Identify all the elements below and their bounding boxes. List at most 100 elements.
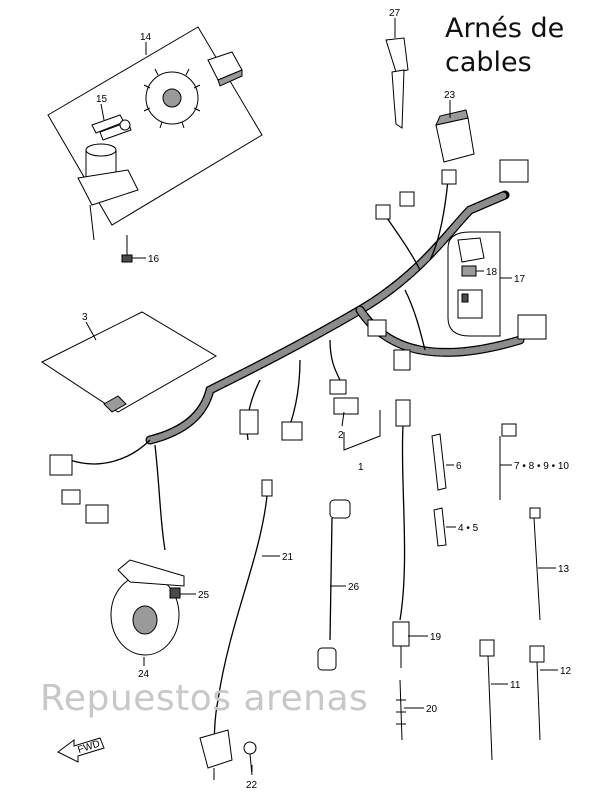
tie-12 [529,645,545,741]
wire-26-terminal [317,647,337,671]
tie-7-10-head [501,423,517,437]
horn-bracket [117,559,185,587]
fwd-arrow-shape [57,737,105,763]
fwd-arrow-label: FWD [76,738,101,756]
fuse-slot [461,293,469,303]
forward-arrow: FWD [57,737,105,763]
key-blade [391,69,405,129]
tie-11 [479,639,495,761]
connector-upper-3 [441,169,457,185]
clamp-4-5-body [433,507,447,547]
bolt-25 [169,587,181,599]
fuse-box-group [447,231,501,337]
callout-24: 24 [138,669,150,680]
key-head [385,37,409,73]
branch-wire-f [404,289,426,351]
connector-front-1 [49,454,73,476]
switch-22-body [199,729,233,769]
callout-27: 27 [389,8,401,19]
tie-11-head [479,639,495,657]
relay-body [435,117,475,163]
fuse-18 [461,265,477,277]
branch-wire-e [429,179,449,261]
harness-trunk-wrap [146,191,509,444]
callout-3: 3 [82,312,88,323]
leader-2 [341,411,345,427]
callout-23: 23 [444,90,456,101]
tie-13 [529,507,541,621]
leader-3 [85,321,97,341]
callout-4-5: 4 • 5 [458,523,479,534]
relay-23 [435,109,475,163]
callout-11: 11 [510,680,521,691]
callout-7-10: 7 • 8 • 9 • 10 [514,461,569,472]
bolt-head [121,254,133,263]
callout-19: 19 [430,632,442,643]
connector-top-right [499,159,529,183]
wire-21 [199,479,273,780]
branch-wire-c [329,339,341,381]
key-27 [385,37,409,129]
wire-21-line [213,495,268,741]
callout-25: 25 [198,590,210,601]
clamp-4-5 [433,507,447,547]
gear-teeth [143,68,201,129]
label-sheet-corner [103,395,127,413]
main-wiring-harness [49,159,547,551]
clamp-6 [431,433,447,491]
callout-26: 26 [348,582,360,593]
cable-20 [396,679,406,741]
callout-18: 18 [486,267,498,278]
switch-cover-shade [217,69,243,87]
cable-20-marks [396,699,406,725]
sensor-19 [392,399,411,668]
connector-front-2 [61,489,81,505]
callout-12: 12 [560,666,572,677]
cable-20-line [399,679,403,741]
callout-numbers: 14 15 16 27 23 18 17 3 2 1 6 4 • 5 7 • 8… [82,8,572,791]
tie-13-head [529,507,541,519]
screw-head [243,741,257,755]
callout-6: 6 [456,461,462,472]
title-line-2: cables [445,47,532,78]
tie-12-head [529,645,545,663]
wire-26-cap [329,499,351,519]
label-sheet-3 [41,311,217,413]
ignition-switch-group [47,26,263,241]
lock-cylinder-top [85,143,117,157]
callout-16: 16 [148,254,160,265]
callout-13: 13 [558,564,570,575]
connector-mid-3 [329,379,347,395]
callout-20: 20 [426,704,438,715]
fuse-holder [457,237,485,263]
connector-front-3 [85,504,109,524]
bolt-25-head [169,587,181,599]
connector-upper-1 [375,204,391,220]
callout-1: 1 [358,462,364,473]
connector-mid-4 [367,319,387,337]
tie-7-10 [499,423,517,500]
sub-harness-2 [333,397,359,415]
branch-wire-d [384,214,421,271]
tie-13-strap [533,517,541,621]
callout-leaders [85,18,558,772]
connector-mid-1 [239,409,259,435]
callout-22: 22 [246,780,258,791]
callout-21: 21 [282,552,294,563]
wire-26-line [329,517,333,641]
callout-14: 14 [140,32,152,43]
sensor-body [392,621,410,647]
connector-upper-2 [399,191,415,207]
sensor-connector [395,399,411,427]
callout-2: 2 [338,430,344,441]
fuse-box-frame [447,231,501,337]
relay-top [435,109,469,126]
connector-mid-2 [281,421,303,441]
connector-right [517,314,547,340]
watermark-text: Repuestos arenas [40,678,369,719]
tie-11-strap [487,655,493,761]
horn-center [132,605,158,635]
label-sheet [41,311,217,413]
